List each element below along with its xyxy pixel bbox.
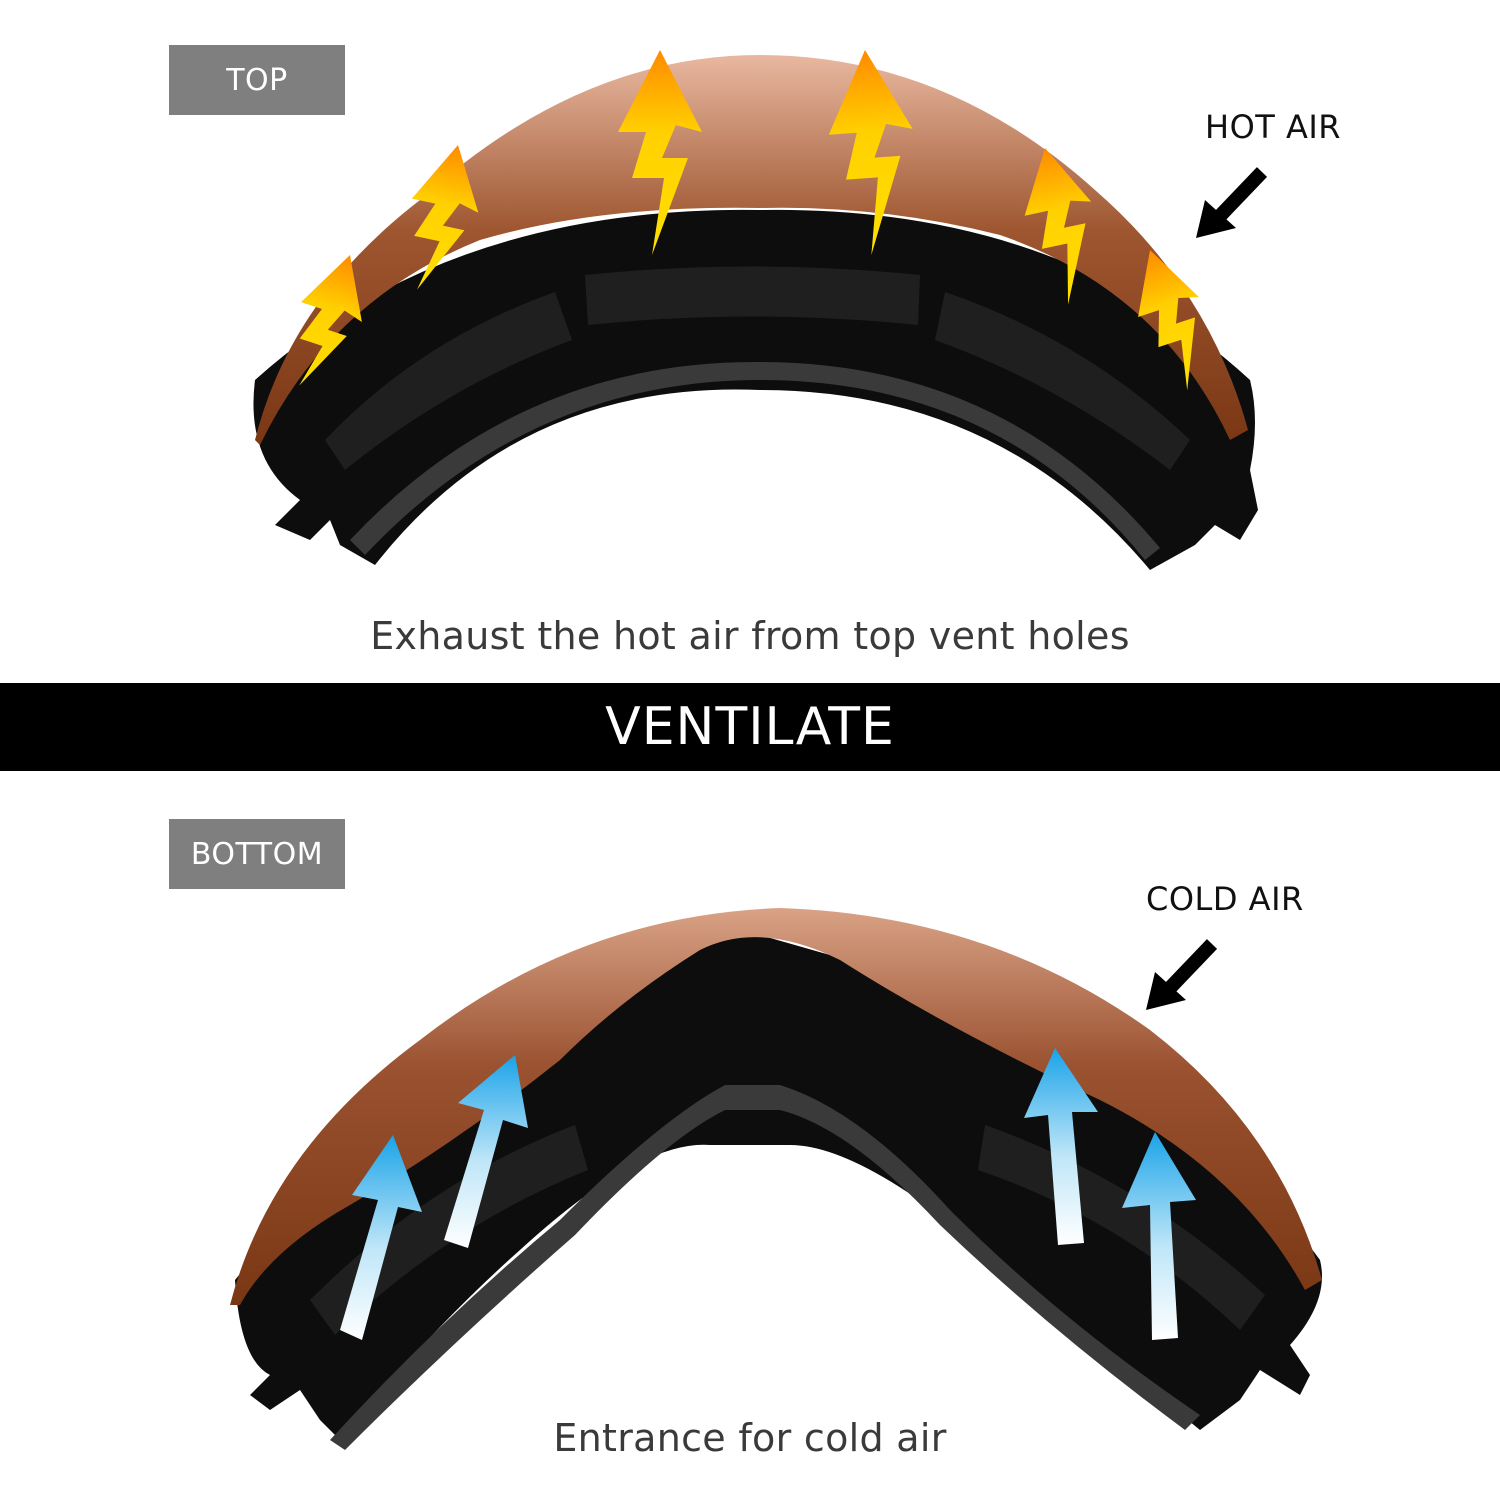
top-goggle [253, 55, 1258, 570]
top-caption: Exhaust the hot air from top vent holes [370, 614, 1130, 658]
top-goggle-frame [253, 209, 1258, 570]
cold-air-arrow [340, 1135, 422, 1340]
ventilate-banner: VENTILATE [0, 683, 1500, 771]
cold-air-arrows [340, 1048, 1196, 1340]
cold-air-pointer-icon [1146, 939, 1218, 1010]
bottom-view-tag: BOTTOM [169, 819, 345, 889]
hot-air-arrows [299, 50, 1199, 391]
hot-air-pointer-icon [1196, 167, 1268, 238]
top-goggle-vent-slot [935, 292, 1190, 470]
hot-air-arrow [618, 50, 702, 255]
top-goggle-vent-slot [325, 292, 572, 470]
cold-air-arrow [1122, 1132, 1196, 1340]
cold-air-arrow [444, 1055, 528, 1248]
hot-air-arrow [299, 255, 362, 386]
hot-air-arrow [828, 50, 913, 256]
cold-air-arrow [1024, 1048, 1098, 1245]
bottom-goggle-lens [230, 908, 1322, 1305]
top-goggle-inner-rim [350, 361, 1160, 560]
hot-air-arrow [411, 145, 479, 290]
bottom-caption: Entrance for cold air [553, 1416, 947, 1460]
top-goggle-vent-slot [585, 266, 920, 325]
ventilate-title: VENTILATE [605, 697, 895, 757]
hot-air-label: HOT AIR [1205, 108, 1342, 146]
hot-air-arrow [1024, 148, 1092, 305]
top-view-tag: TOP [169, 45, 345, 115]
top-goggle-lens [255, 55, 1248, 445]
cold-air-label: COLD AIR [1146, 880, 1304, 918]
bottom-goggle-vent-slot [978, 1125, 1265, 1330]
hot-air-arrow [1138, 250, 1199, 391]
